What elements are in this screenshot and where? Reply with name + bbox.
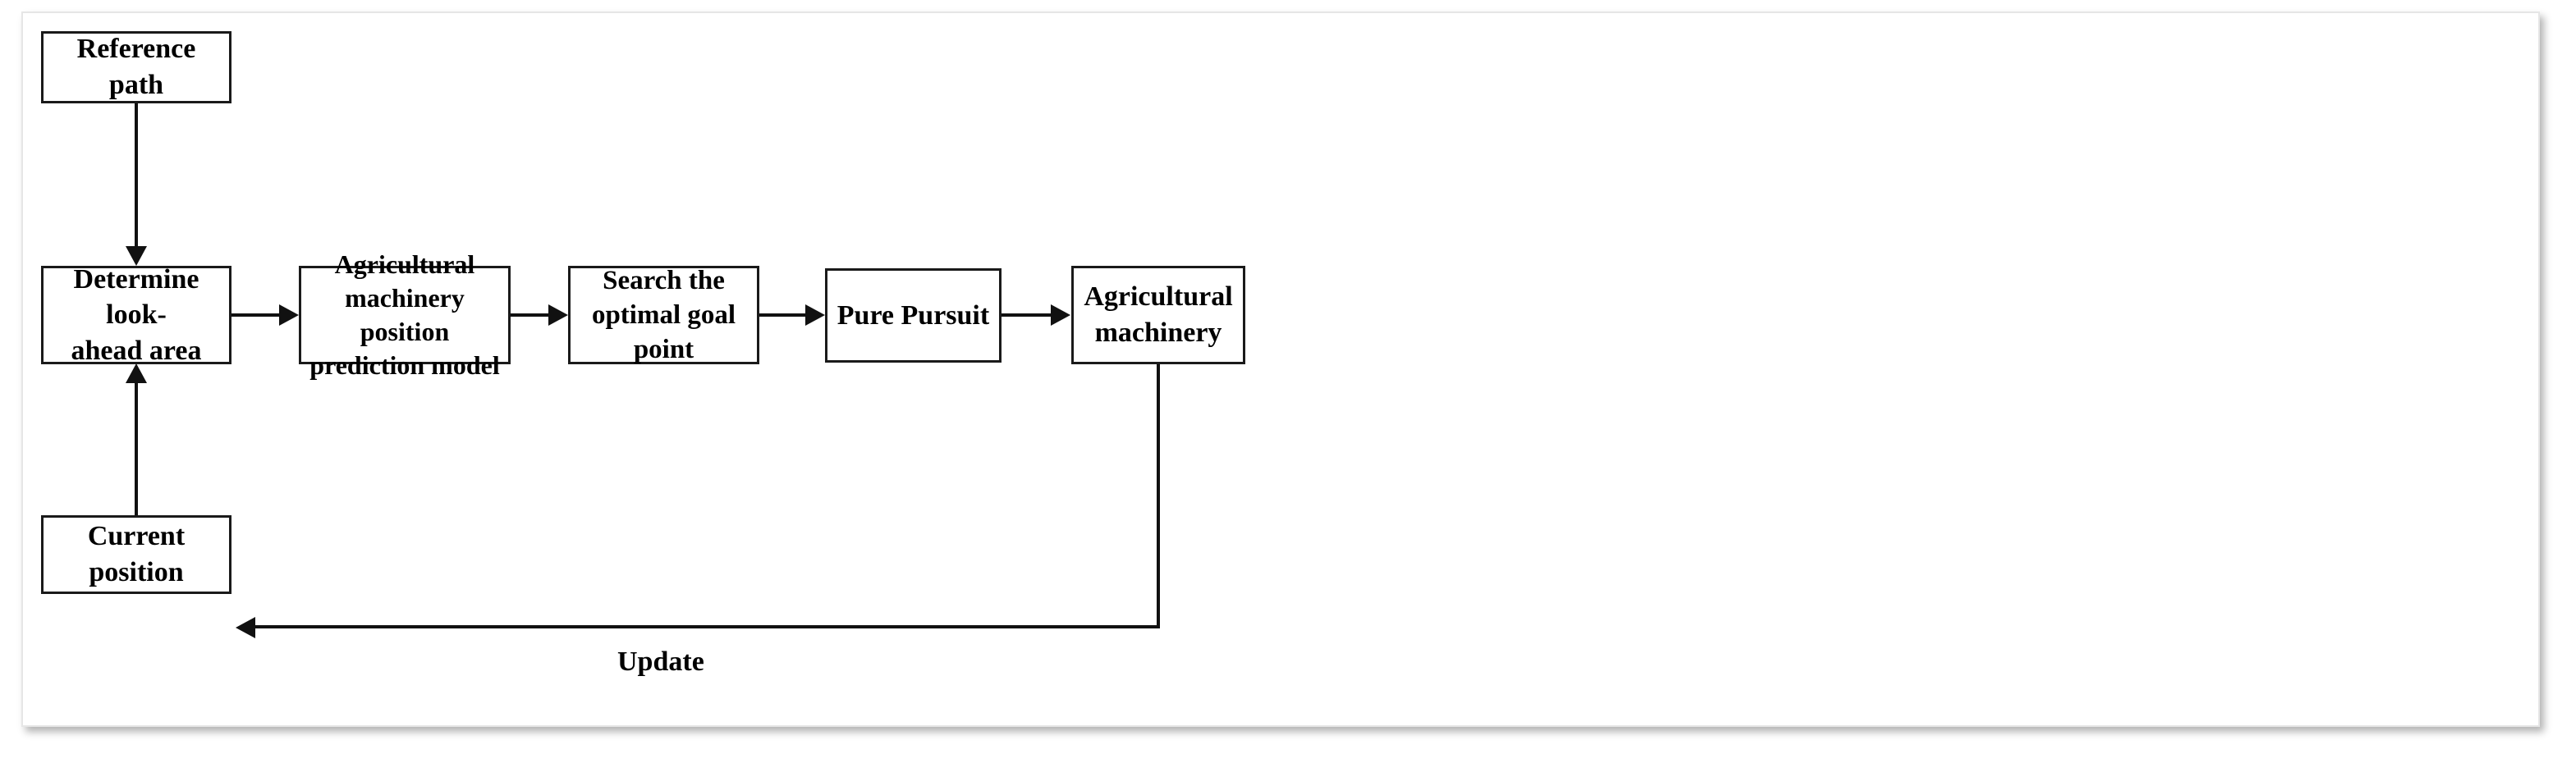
- node-pure-pursuit[interactable]: Pure Pursuit: [825, 268, 1002, 363]
- edge-label-update: Update: [617, 646, 704, 677]
- edge-prediction-to-search-arrowhead: [548, 304, 568, 326]
- edge-reference-to-determine-arrowhead: [126, 246, 147, 266]
- node-determine-lookahead-area[interactable]: Determine look- ahead area: [41, 264, 231, 366]
- edge-search-to-pursuit-line: [759, 313, 806, 317]
- diagram-panel: Reference path Determine look- ahead are…: [21, 11, 2540, 727]
- node-agricultural-machinery[interactable]: Agricultural machinery: [1071, 266, 1245, 364]
- edge-determine-to-prediction-line: [231, 313, 281, 317]
- edge-pursuit-to-machinery-arrowhead: [1051, 304, 1070, 326]
- edge-reference-to-determine-line: [135, 103, 138, 247]
- node-position-prediction-model[interactable]: Agricultural machinery position predicti…: [299, 249, 511, 380]
- edge-determine-to-prediction-arrowhead: [279, 304, 299, 326]
- edge-current-to-determine-arrowhead: [126, 363, 147, 383]
- node-search-optimal-goal-point[interactable]: Search the optimal goal point: [568, 266, 759, 364]
- edge-machinery-to-current-arrowhead: [236, 617, 255, 638]
- node-current-position[interactable]: Current position: [41, 515, 231, 594]
- edge-current-to-determine-line: [135, 383, 138, 515]
- edge-prediction-to-search-line: [511, 313, 550, 317]
- edge-machinery-to-current-horizontal: [255, 625, 1158, 628]
- node-reference-path[interactable]: Reference path: [41, 31, 231, 103]
- edge-machinery-to-current-vertical: [1157, 364, 1160, 628]
- edge-pursuit-to-machinery-line: [1002, 313, 1052, 317]
- edge-search-to-pursuit-arrowhead: [805, 304, 825, 326]
